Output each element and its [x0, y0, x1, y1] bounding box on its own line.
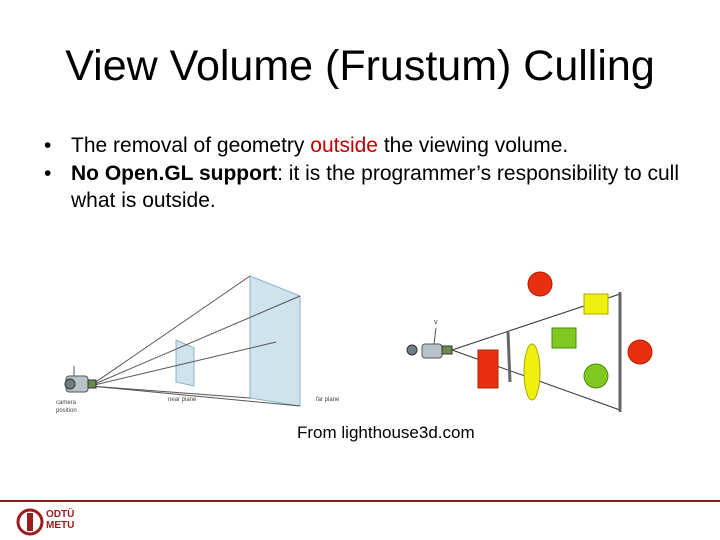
figure-caption: From lighthouse3d.com: [297, 423, 475, 442]
bullet-item-opengl: • No Open.GL support: it is the programm…: [44, 160, 704, 214]
bullet-dot: •: [44, 162, 52, 185]
camera-icon: [64, 366, 97, 393]
eye-label: v: [434, 319, 438, 326]
culling-diagram: v: [398, 262, 664, 418]
camera-icon: [406, 327, 453, 359]
near-plane-label: near plane: [168, 397, 197, 403]
bullet-list: • The removal of geometry outside the vi…: [44, 132, 704, 215]
bullet-highlight-outside: outside: [310, 134, 378, 157]
camera-label: camera: [56, 400, 77, 406]
bullet-item-removal: • The removal of geometry outside the vi…: [44, 132, 704, 159]
green-circle: [583, 363, 609, 389]
yellow-ellipse: [523, 343, 541, 401]
bullet-dot: •: [44, 134, 52, 157]
bullet-text-before: The removal of geometry: [71, 134, 311, 157]
green-square: [551, 327, 577, 349]
yellow-square: [583, 293, 609, 315]
red-circle-right: [627, 339, 653, 365]
near-plane: [506, 331, 512, 383]
camera-label-2: position: [56, 408, 77, 414]
red-circle-top: [527, 271, 553, 297]
metu-logo-text: ODTÜ METU: [46, 509, 75, 531]
slide-title: View Volume (Frustum) Culling: [65, 42, 655, 90]
red-rectangle: [477, 349, 499, 389]
metu-logo: [16, 508, 44, 536]
bullet-bold-text: No Open.GL support: [71, 162, 278, 185]
near-plane: [175, 339, 195, 387]
bullet-rest-text: : it is the programmer’s responsibility …: [71, 162, 679, 212]
far-plane-label: far plane: [316, 397, 340, 403]
footer-divider: [0, 500, 720, 502]
frustum-diagram: camera position near plane far plane: [44, 258, 356, 426]
far-plane: [249, 275, 301, 407]
bullet-text-after: the viewing volume.: [377, 134, 569, 157]
